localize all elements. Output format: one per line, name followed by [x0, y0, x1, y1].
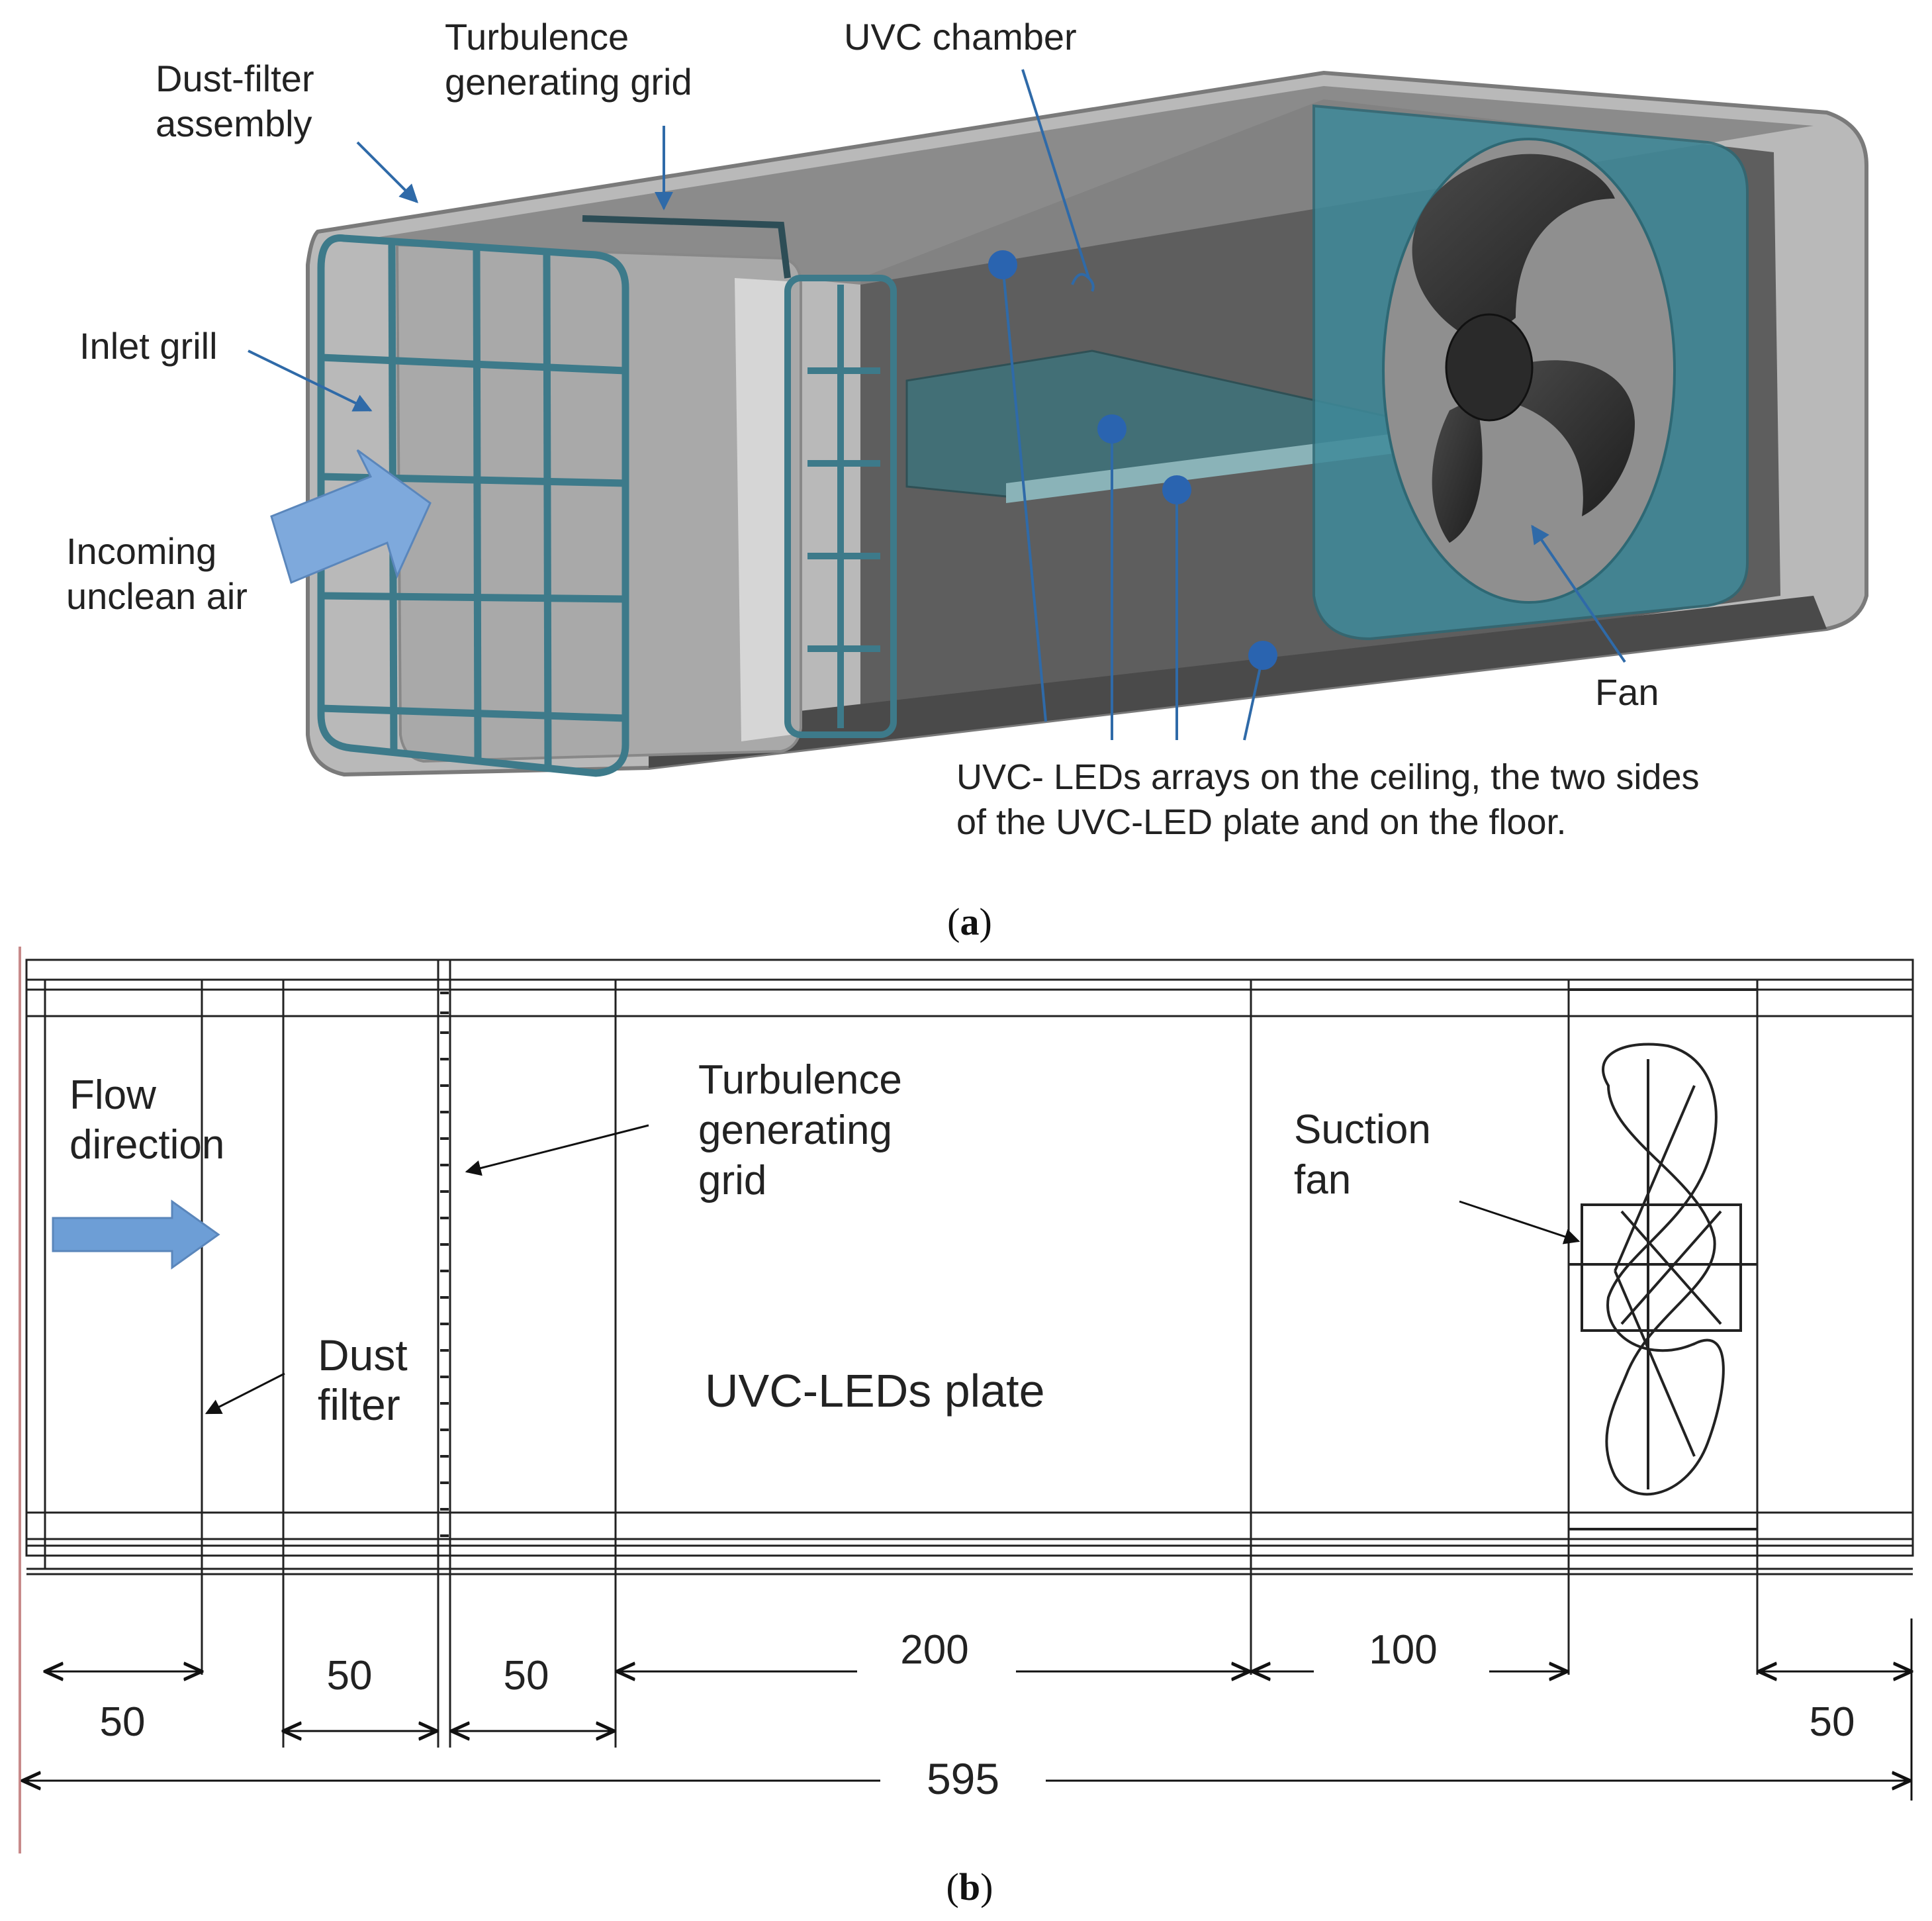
caption-b: (b) — [946, 1865, 993, 1908]
label-uvc-leds: UVC- LEDs arrays on the ceiling, the two… — [956, 757, 1710, 842]
label-uvc-leds-plate: UVC-LEDs plate — [705, 1365, 1045, 1417]
label-suction-fan: Suction fan — [1294, 1107, 1442, 1203]
incoming-air-arrow — [270, 449, 432, 585]
dim-outlet-section: 50 — [1810, 1699, 1855, 1745]
label-turbulence-grid-b: Turbulence generating grid — [698, 1057, 913, 1203]
fan-blades — [1412, 154, 1635, 543]
dust-filter-face — [735, 278, 791, 741]
fan-hub — [1445, 313, 1534, 422]
label-dust-filter: Dust-filter assembly — [156, 58, 324, 144]
label-uvc-chamber: UVC chamber — [844, 16, 1077, 58]
dimension-lines — [23, 1618, 1911, 1801]
dim-plate-length: 200 — [900, 1627, 968, 1673]
dim-grid-gap: 50 — [504, 1653, 549, 1699]
dim-filter-gap: 50 — [327, 1653, 373, 1699]
dim-fan-gap: 100 — [1369, 1627, 1437, 1673]
figure-a: Dust-filter assembly Turbulence generati… — [66, 16, 1868, 943]
label-incoming-air: Incoming unclean air — [66, 530, 248, 617]
leader-lines — [248, 69, 1626, 741]
caption-a: (a) — [947, 900, 992, 943]
label-dust-filter-b: Dust filter — [318, 1331, 420, 1429]
inlet-grill — [317, 234, 629, 777]
led-dots — [988, 250, 1277, 670]
chamber-floor — [649, 596, 1827, 768]
flow-direction-arrow — [52, 1199, 220, 1270]
label-fan: Fan — [1595, 671, 1659, 713]
label-flow-direction: Flow direction — [69, 1072, 224, 1168]
dim-total-length: 595 — [927, 1754, 999, 1803]
housing-outline-b — [25, 959, 1914, 1748]
turbulence-grid-3d — [582, 215, 897, 738]
dim-dust-section: 50 — [100, 1699, 146, 1745]
turbulence-grid-2d — [440, 992, 449, 1537]
label-inlet-grill: Inlet grill — [79, 325, 218, 367]
suction-fan-drawing — [1569, 988, 1757, 1530]
pointer-arrows — [205, 1124, 1581, 1415]
figure-b: Flow direction Dust filter Turbulence ge… — [19, 947, 1914, 1908]
label-turbulence-grid-a: Turbulence generating grid — [445, 16, 692, 103]
